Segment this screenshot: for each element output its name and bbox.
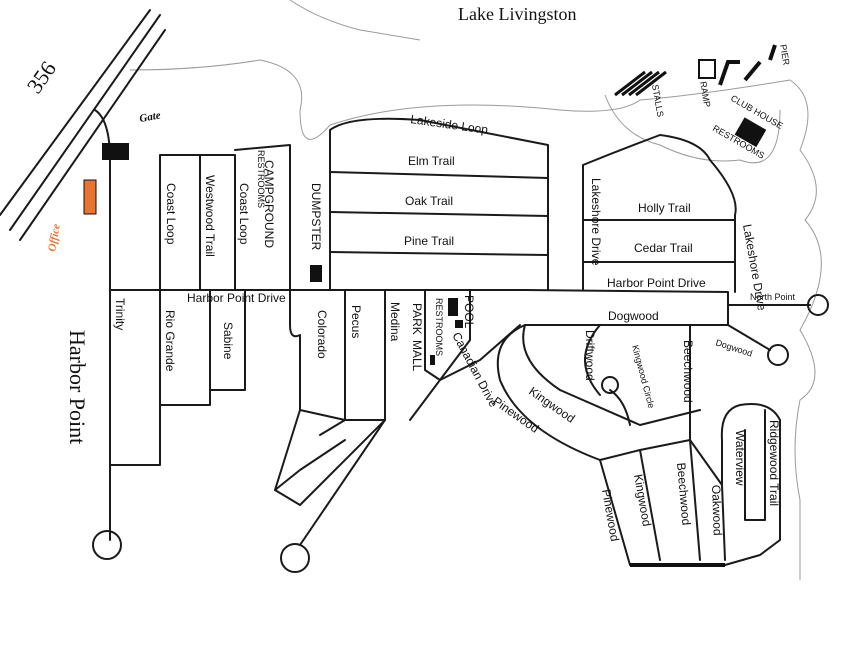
pool-label: POOL: [462, 295, 476, 329]
dogwood-label: Dogwood: [608, 309, 659, 323]
lakeside-loop-road: [329, 117, 549, 291]
trinity-label: Trinity: [113, 298, 127, 330]
oakwood-label: Oakwood: [709, 485, 725, 536]
driftwood-road: [584, 324, 601, 396]
holly-trail-label: Holly Trail: [638, 201, 691, 215]
ridgewood-trail-label: Ridgewood Trail: [767, 420, 781, 506]
colorado-label: Colorado: [315, 310, 329, 359]
lakeshore-drive-road: [582, 134, 737, 293]
coast-loop-east-label: Coast Loop: [237, 183, 251, 245]
dumpster-label: DUMPSTER: [309, 183, 323, 251]
highway-line-b: [0, 9, 151, 216]
coast-loop-west-road: [159, 154, 236, 291]
harbor-point-drive: [109, 289, 729, 326]
westwood-trail-label: Westwood Trail: [203, 175, 217, 257]
rio-grande-label: Rio Grande: [163, 310, 177, 372]
shoreline-north: [289, 0, 421, 41]
pool-restrooms-label: RESTROOMS: [434, 298, 444, 356]
lakeshore-drive-west-label: Lakeshore Drive: [589, 178, 603, 266]
south-link-road: [599, 439, 723, 486]
pool-marker: [455, 320, 463, 328]
dumpster-marker: [310, 265, 322, 282]
kingwood-road: [522, 324, 701, 426]
north-point-label: North Point: [750, 292, 796, 302]
highway-line-c: [19, 29, 166, 241]
stalls-marker: [614, 70, 667, 97]
dogwood-end-road: [727, 324, 771, 351]
trinity-cul-de-sac: [92, 530, 122, 560]
campground-label: CAMPGROUND: [262, 160, 276, 248]
pinewood-loop: [496, 324, 781, 566]
pier-marker: [718, 44, 777, 86]
shoreline: [129, 59, 822, 580]
beechwood-label: Beechwood: [681, 340, 695, 403]
canadian-drive-label: Canadian Drive: [449, 330, 500, 410]
pine-trail-label: Pine Trail: [404, 234, 454, 248]
gate-label: Gate: [138, 109, 161, 125]
harbor-point-drive-east-label: Harbor Point Drive: [607, 276, 706, 290]
colorado-connector: [299, 409, 346, 421]
ramp-label: RAMP: [698, 81, 712, 108]
kingwood-south-label: Kingwood: [631, 473, 654, 527]
coast-loop-west-label: Coast Loop: [164, 183, 178, 245]
ramp-marker: [698, 59, 716, 79]
park-mall-marker: [430, 355, 435, 365]
south-diagonal-a: [299, 419, 386, 546]
kingwood-circle-cul-de-sac: [601, 376, 619, 394]
pine-trail-road: [329, 251, 549, 256]
pecos-label: Pecus: [349, 305, 363, 338]
office-label: Office: [46, 223, 63, 253]
gate-marker: [102, 143, 129, 160]
kingwood-south-road: [639, 449, 661, 561]
highway-label: 356: [22, 56, 61, 97]
club-house-marker: [734, 117, 767, 148]
elm-trail-label: Elm Trail: [408, 154, 455, 168]
dogwood-cul-de-sac: [767, 344, 789, 366]
medina-label: Medina: [388, 302, 402, 342]
pool-restroom-marker: [448, 298, 458, 316]
park-label: PARK: [410, 303, 424, 335]
coast-loop-east-road: [234, 144, 291, 291]
lakeside-loop-label: Lakeside Loop: [410, 112, 490, 137]
entry-road: [94, 109, 111, 541]
waterview-label: Waterview: [733, 430, 747, 486]
south-diagonal-b: [274, 439, 346, 491]
oak-trail-road: [329, 211, 549, 217]
south-diagonal-c: [299, 419, 386, 506]
oak-trail-label: Oak Trail: [405, 194, 453, 208]
stalls-label: STALLS: [650, 84, 666, 118]
office-marker: [83, 179, 97, 215]
kingwood-circle-label: Kingwood Circle: [630, 344, 656, 409]
driftwood-label: Driftwood: [583, 330, 597, 381]
beechwood-south-road: [689, 439, 701, 561]
area-title: Harbor Point: [65, 330, 90, 444]
cedar-trail-label: Cedar Trail: [634, 241, 693, 255]
north-point-cul-de-sac: [807, 294, 829, 316]
oakwood-road: [721, 484, 726, 561]
pinewood-south-label: Pinewood: [599, 488, 622, 542]
dogwood-end-label: Dogwood: [714, 337, 753, 358]
beechwood-south-label: Beechwood: [674, 462, 693, 526]
lake-label: Lake Livingston: [458, 4, 576, 24]
sabine-label: Sabine: [221, 322, 235, 360]
canadian-drive-road: [409, 289, 471, 421]
sabine-road: [209, 289, 246, 391]
pier-label: PIER: [778, 44, 792, 67]
colorado-road: [274, 289, 301, 506]
highway-line-a: [9, 14, 161, 231]
elm-trail-road: [329, 171, 549, 179]
mall-label: MALL: [410, 340, 424, 372]
harbor-point-drive-west-label: Harbor Point Drive: [187, 291, 286, 305]
waterview-road: [744, 409, 766, 521]
club-shore: [604, 94, 781, 164]
campground-restrooms-label: RESTROOMS: [256, 150, 266, 208]
south-cul-de-sac: [280, 543, 310, 573]
